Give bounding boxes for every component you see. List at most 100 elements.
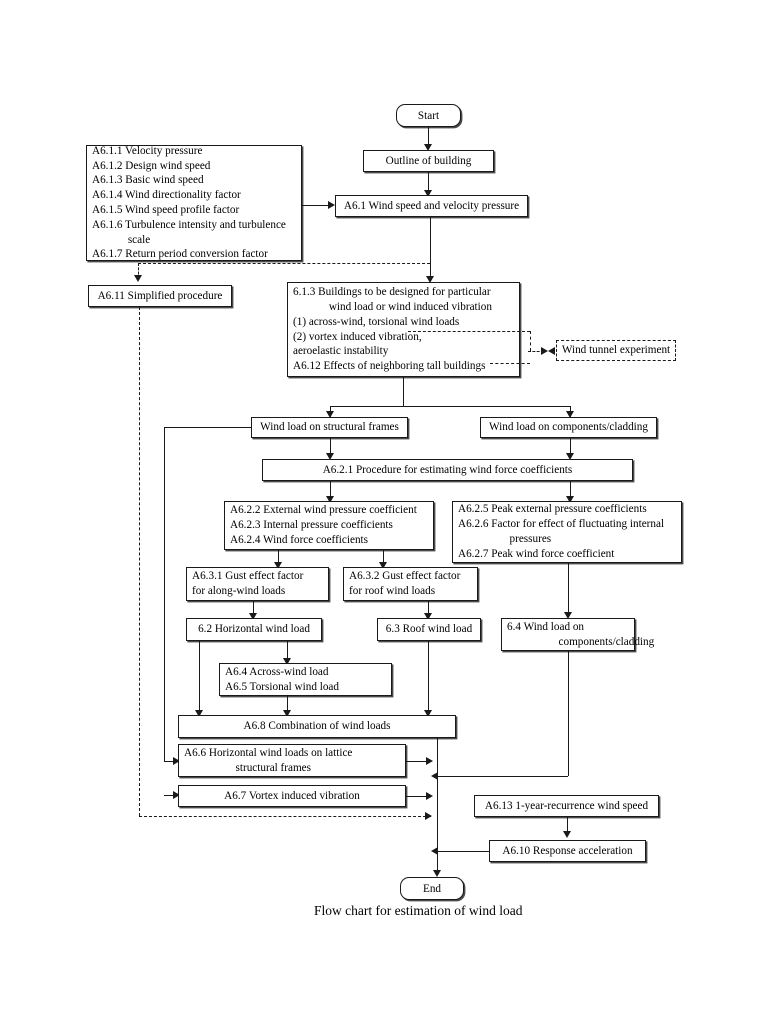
node-wind-tunnel-label: Wind tunnel experiment [561, 344, 671, 357]
node-pressure-coefficients-left: A6.2.2 External wind pressure coefficien… [224, 501, 434, 550]
arrowhead-gust-along-to-62 [249, 613, 257, 620]
node-62-label: 6.2 Horizontal wind load [198, 623, 310, 636]
edge-613-split [330, 406, 570, 407]
node-end: End [400, 877, 464, 900]
edge-62-to-across [287, 641, 288, 662]
node-velocity-pressure-list: A6.1.1 Velocity pressure A6.1.2 Design w… [86, 145, 302, 261]
node-a61-label: A6.1 Wind speed and velocity pressure [343, 199, 520, 212]
node-start-label: Start [417, 109, 440, 122]
arrowhead-outline-to-a61 [424, 190, 432, 197]
list-item: A6.5 Torsional wind load [225, 680, 339, 693]
node-a611-simplified-procedure: A6.11 Simplified procedure [88, 285, 232, 307]
node-a68-label: A6.8 Combination of wind loads [243, 720, 391, 733]
edge-64-to-main [437, 776, 568, 777]
edge-a610-to-main [437, 851, 489, 852]
node-wind-load-components-cladding: Wind load on components/cladding [480, 417, 657, 438]
node-a613-label: A6.13 1-year-recurrence wind speed [484, 799, 649, 812]
list-item: A6.4 Across-wind load [225, 665, 329, 678]
edge-a621-to-right-group [570, 481, 571, 500]
arrowhead-to-gust-along [274, 562, 282, 569]
arrowhead-a613-to-a610 [563, 831, 571, 838]
list-item: wind load or wind induced vibration [328, 300, 492, 313]
arrowhead-dashed-to-simplified [134, 275, 142, 282]
list-item: for along-wind loads [192, 585, 286, 597]
list-item: for roof wind loads [349, 585, 436, 597]
arrowhead-613-to-cladding [566, 411, 574, 418]
arrowhead-a621-to-left-group [326, 496, 334, 503]
list-item: A6.1.4 Wind directionality factor [92, 189, 241, 202]
list-item: 6.4 Wind load on [507, 620, 585, 633]
arrowhead-from-wind-tunnel [548, 347, 555, 355]
arrowhead-start-to-outline [424, 144, 432, 151]
edge-right-group-to-64 [568, 563, 569, 617]
node-a631-gust-along-wind: A6.3.1 Gust effect factor for along-wind… [186, 567, 329, 601]
node-start: Start [396, 104, 461, 127]
arrowhead-gust-roof-to-63 [424, 613, 432, 620]
node-wind-load-cladding-label: Wind load on components/cladding [489, 421, 648, 434]
arrowhead-dashed-bottom-to-main [425, 812, 432, 820]
arrowhead-a67-to-main [426, 792, 433, 800]
edge-cladding-to-a621 [570, 438, 571, 457]
list-item: A6.1.3 Basic wind speed [92, 174, 204, 187]
node-a610-response-acceleration: A6.10 Response acceleration [489, 840, 646, 862]
edge-dashed-613-to-tunnel-bottom [490, 363, 530, 364]
edge-gust-roof-to-63 [428, 601, 429, 617]
node-wind-load-structural-frames: Wind load on structural frames [251, 417, 408, 438]
arrowhead-a61-to-613 [426, 276, 434, 283]
node-a621-procedure: A6.2.1 Procedure for estimating wind for… [262, 459, 633, 481]
edge-across-to-a68 [287, 696, 288, 714]
edge-left-group-to-gust-roof [383, 550, 384, 566]
list-item: A6.2.5 Peak external pressure coefficien… [458, 503, 647, 516]
node-outline-of-building: Outline of building [363, 150, 494, 172]
node-a68-combination: A6.8 Combination of wind loads [178, 715, 456, 738]
arrowhead-to-a67 [173, 791, 180, 799]
list-item: A6.2.7 Peak wind force coefficient [458, 547, 615, 560]
edge-a61-to-613 [430, 217, 431, 280]
node-a67-vortex-induced-vibration: A6.7 Vortex induced vibration [178, 785, 406, 807]
list-item: (1) across-wind, torsional wind loads [293, 315, 460, 328]
arrowhead-to-a66 [173, 757, 180, 765]
node-a66-lattice-frames: A6.6 Horizontal wind loads on lattice st… [178, 744, 406, 777]
list-item: A6.2.2 External wind pressure coefficien… [230, 504, 417, 517]
edge-a613-to-a610 [567, 817, 568, 835]
node-63-roof-wind-load: 6.3 Roof wind load [377, 618, 481, 641]
node-64-wind-load-components-cladding: 6.4 Wind load on components/cladding [501, 618, 654, 651]
arrowhead-64-to-main [431, 772, 438, 780]
edge-64-riser [568, 651, 569, 776]
edge-a67-to-main [406, 796, 431, 797]
edge-frames-to-a621 [330, 438, 331, 457]
edge-dashed-down-to-simplified [138, 263, 139, 279]
list-item: A6.2.6 Factor for effect of fluctuating … [458, 518, 665, 531]
list-item: A6.1.7 Return period conversion factor [92, 248, 268, 261]
list-item: structural frames [235, 761, 311, 774]
edge-a621-to-left-group [330, 481, 331, 500]
arrowhead-to-wind-tunnel [541, 347, 548, 355]
list-item: A6.1.6 Turbulence intensity and turbulen… [92, 218, 286, 231]
node-a61-wind-speed-velocity-pressure: A6.1 Wind speed and velocity pressure [335, 195, 528, 217]
list-item: A6.1.5 Wind speed profile factor [92, 204, 240, 216]
edge-left-group-to-gust-along [278, 550, 279, 566]
arrowhead-62-to-a68 [195, 710, 203, 717]
node-a621-label: A6.2.1 Procedure for estimating wind for… [322, 463, 573, 476]
list-item: A6.2.4 Wind force coefficients [230, 533, 369, 546]
list-item: A6.3.1 Gust effect factor [192, 570, 304, 583]
arrowhead-a66-to-main [426, 757, 433, 765]
edge-613-down [403, 377, 404, 406]
edge-dashed-613-to-tunnel-top [408, 331, 530, 332]
node-wind-tunnel-experiment: Wind tunnel experiment [556, 340, 676, 361]
figure-caption: Flow chart for estimation of wind load [314, 903, 523, 918]
node-a610-label: A6.10 Response acceleration [502, 844, 633, 857]
list-item: A6.6 Horizontal wind loads on lattice [184, 746, 353, 759]
node-end-label: End [422, 882, 442, 895]
edge-frames-left-tap [164, 427, 252, 428]
node-a632-gust-roof-wind: A6.3.2 Gust effect factor for roof wind … [343, 567, 478, 601]
edge-frames-left-riser [164, 427, 165, 761]
node-613-buildings-particular: 6.1.3 Buildings to be designed for parti… [287, 282, 520, 377]
arrowhead-frames-to-a621 [326, 453, 334, 460]
arrowhead-63-to-a68 [424, 710, 432, 717]
arrowhead-right-group-to-64 [564, 612, 572, 619]
edge-gust-along-to-62 [253, 601, 254, 617]
arrowhead-cladding-to-a621 [566, 453, 574, 460]
node-pressure-coefficients-right: A6.2.5 Peak external pressure coefficien… [452, 501, 682, 563]
